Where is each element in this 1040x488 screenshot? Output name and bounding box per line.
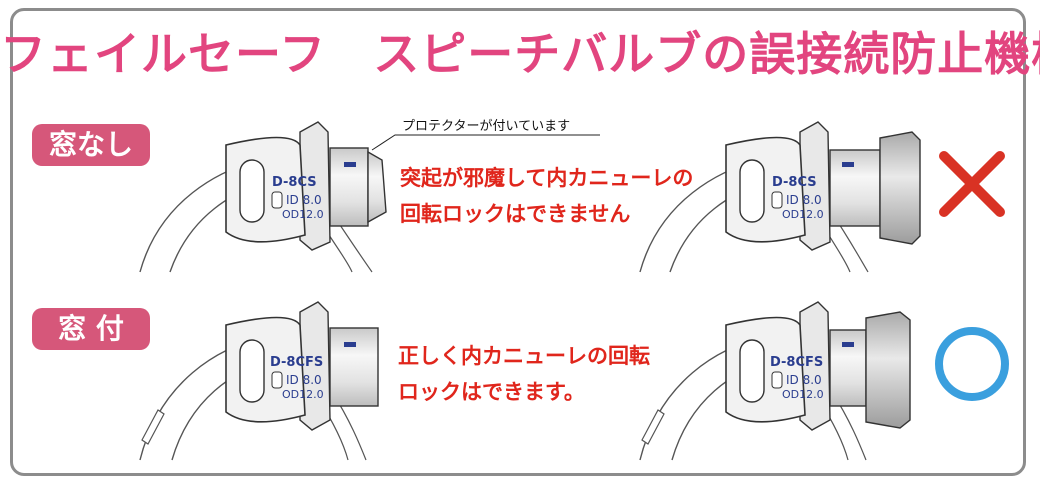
model-label: D-8CFS <box>270 355 323 370</box>
id-label: ID 8.0 <box>786 193 822 207</box>
page-title: フェイルセーフ スピーチバルブの誤接続防止機構 <box>0 18 1040 84</box>
od-label: OD12.0 <box>282 208 324 221</box>
note-no-window: 突起が邪魔して内カニューレの 回転ロックはできません <box>400 160 693 232</box>
circle-icon <box>935 327 1009 401</box>
od-label: OD12.0 <box>782 208 824 221</box>
device-no-window-with-protector: D-8CS ID 8.0 OD12.0 <box>139 121 387 273</box>
model-label: D-8CFS <box>770 355 823 370</box>
cross-icon <box>939 151 1005 217</box>
od-label: OD12.0 <box>282 388 324 401</box>
model-label: D-8CS <box>772 175 817 190</box>
id-label: ID 8.0 <box>786 373 822 387</box>
note-line: 回転ロックはできません <box>400 202 631 226</box>
badge-with-window: 窓 付 <box>32 308 150 350</box>
note-line: ロックはできます。 <box>398 380 585 404</box>
protector-callout-label: プロテクターが付いています <box>402 119 571 134</box>
badge-no-window: 窓なし <box>32 124 150 166</box>
callout-leader-line <box>371 134 600 151</box>
device-with-window: D-8CFS ID 8.0 OD12.0 <box>139 301 379 461</box>
note-line: 正しく内カニューレの回転 <box>398 344 650 368</box>
title-part2: 誤接続防止機構 <box>749 27 1040 81</box>
id-label: ID 8.0 <box>286 373 322 387</box>
title-part1: フェイルセーフ スピーチバルブの <box>0 27 750 81</box>
note-line: 突起が邪魔して内カニューレの <box>400 166 694 190</box>
device-no-window-with-valve: D-8CS ID 8.0 OD12.0 <box>639 121 921 273</box>
id-label: ID 8.0 <box>286 193 322 207</box>
note-with-window: 正しく内カニューレの回転 ロックはできます。 <box>398 338 650 410</box>
device-with-window-with-valve: D-8CFS ID 8.0 OD12.0 <box>639 301 911 461</box>
od-label: OD12.0 <box>782 388 824 401</box>
model-label: D-8CS <box>272 175 317 190</box>
